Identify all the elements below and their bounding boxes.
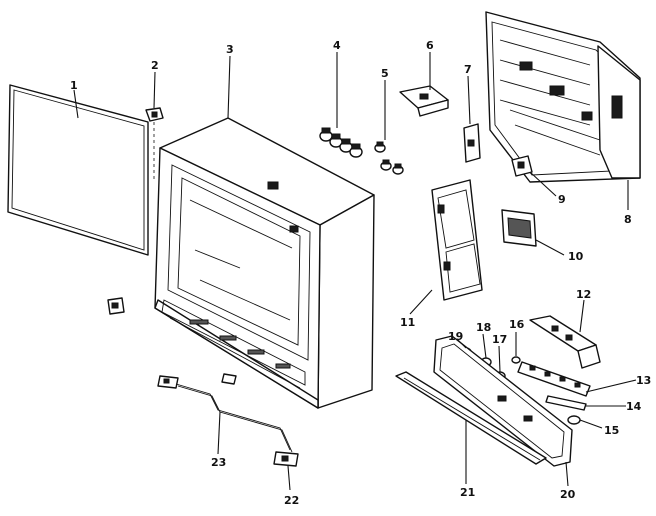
part-small-strip	[545, 395, 587, 411]
part-control-housing	[433, 335, 573, 467]
callout-2: 2	[151, 59, 159, 72]
callout-14: 14	[626, 400, 642, 413]
callout-7: 7	[464, 63, 472, 76]
part-wire-rod	[157, 373, 293, 453]
leader-lines	[73, 52, 637, 491]
callout-13: 13	[636, 374, 651, 387]
callout-11: 11	[400, 316, 415, 329]
callout-21: 21	[460, 486, 475, 499]
callout-20: 20	[560, 488, 576, 501]
part-small-bracket	[463, 123, 481, 163]
part-small-button-16	[511, 356, 521, 364]
callout-15: 15	[604, 424, 619, 437]
part-small-knobs	[374, 141, 404, 175]
part-control-strip	[529, 315, 601, 369]
part-cabinet	[154, 117, 375, 409]
callout-16: 16	[509, 318, 525, 331]
callout-6: 6	[426, 39, 434, 52]
callout-22: 22	[284, 494, 299, 507]
part-button	[567, 415, 581, 425]
callout-12: 12	[576, 288, 591, 301]
callout-9: 9	[558, 193, 566, 206]
part-knobs	[319, 127, 363, 158]
part-front-panel	[7, 84, 149, 256]
callout-3: 3	[226, 43, 234, 56]
callouts: 1 2 3 4 5 6 7 8 9 10 11 12 13 14 15 16 1…	[70, 39, 651, 507]
part-bracket	[399, 85, 449, 117]
callout-18: 18	[476, 321, 491, 334]
callout-1: 1	[70, 79, 78, 92]
callout-5: 5	[381, 67, 389, 80]
callout-17: 17	[492, 333, 507, 346]
part-foot	[273, 451, 299, 467]
callout-23: 23	[211, 456, 226, 469]
part-chassis	[485, 11, 641, 183]
part-chassis-clip	[511, 155, 533, 177]
part-bottom-clip	[107, 297, 125, 315]
part-top-clip	[145, 107, 164, 122]
callout-4: 4	[333, 39, 341, 52]
part-button-strip	[517, 361, 591, 397]
callout-19: 19	[448, 330, 463, 343]
part-module	[501, 209, 537, 247]
part-trim-bar	[395, 371, 547, 465]
callout-10: 10	[568, 250, 584, 263]
part-circuit-board	[431, 179, 483, 301]
callout-8: 8	[624, 213, 632, 226]
